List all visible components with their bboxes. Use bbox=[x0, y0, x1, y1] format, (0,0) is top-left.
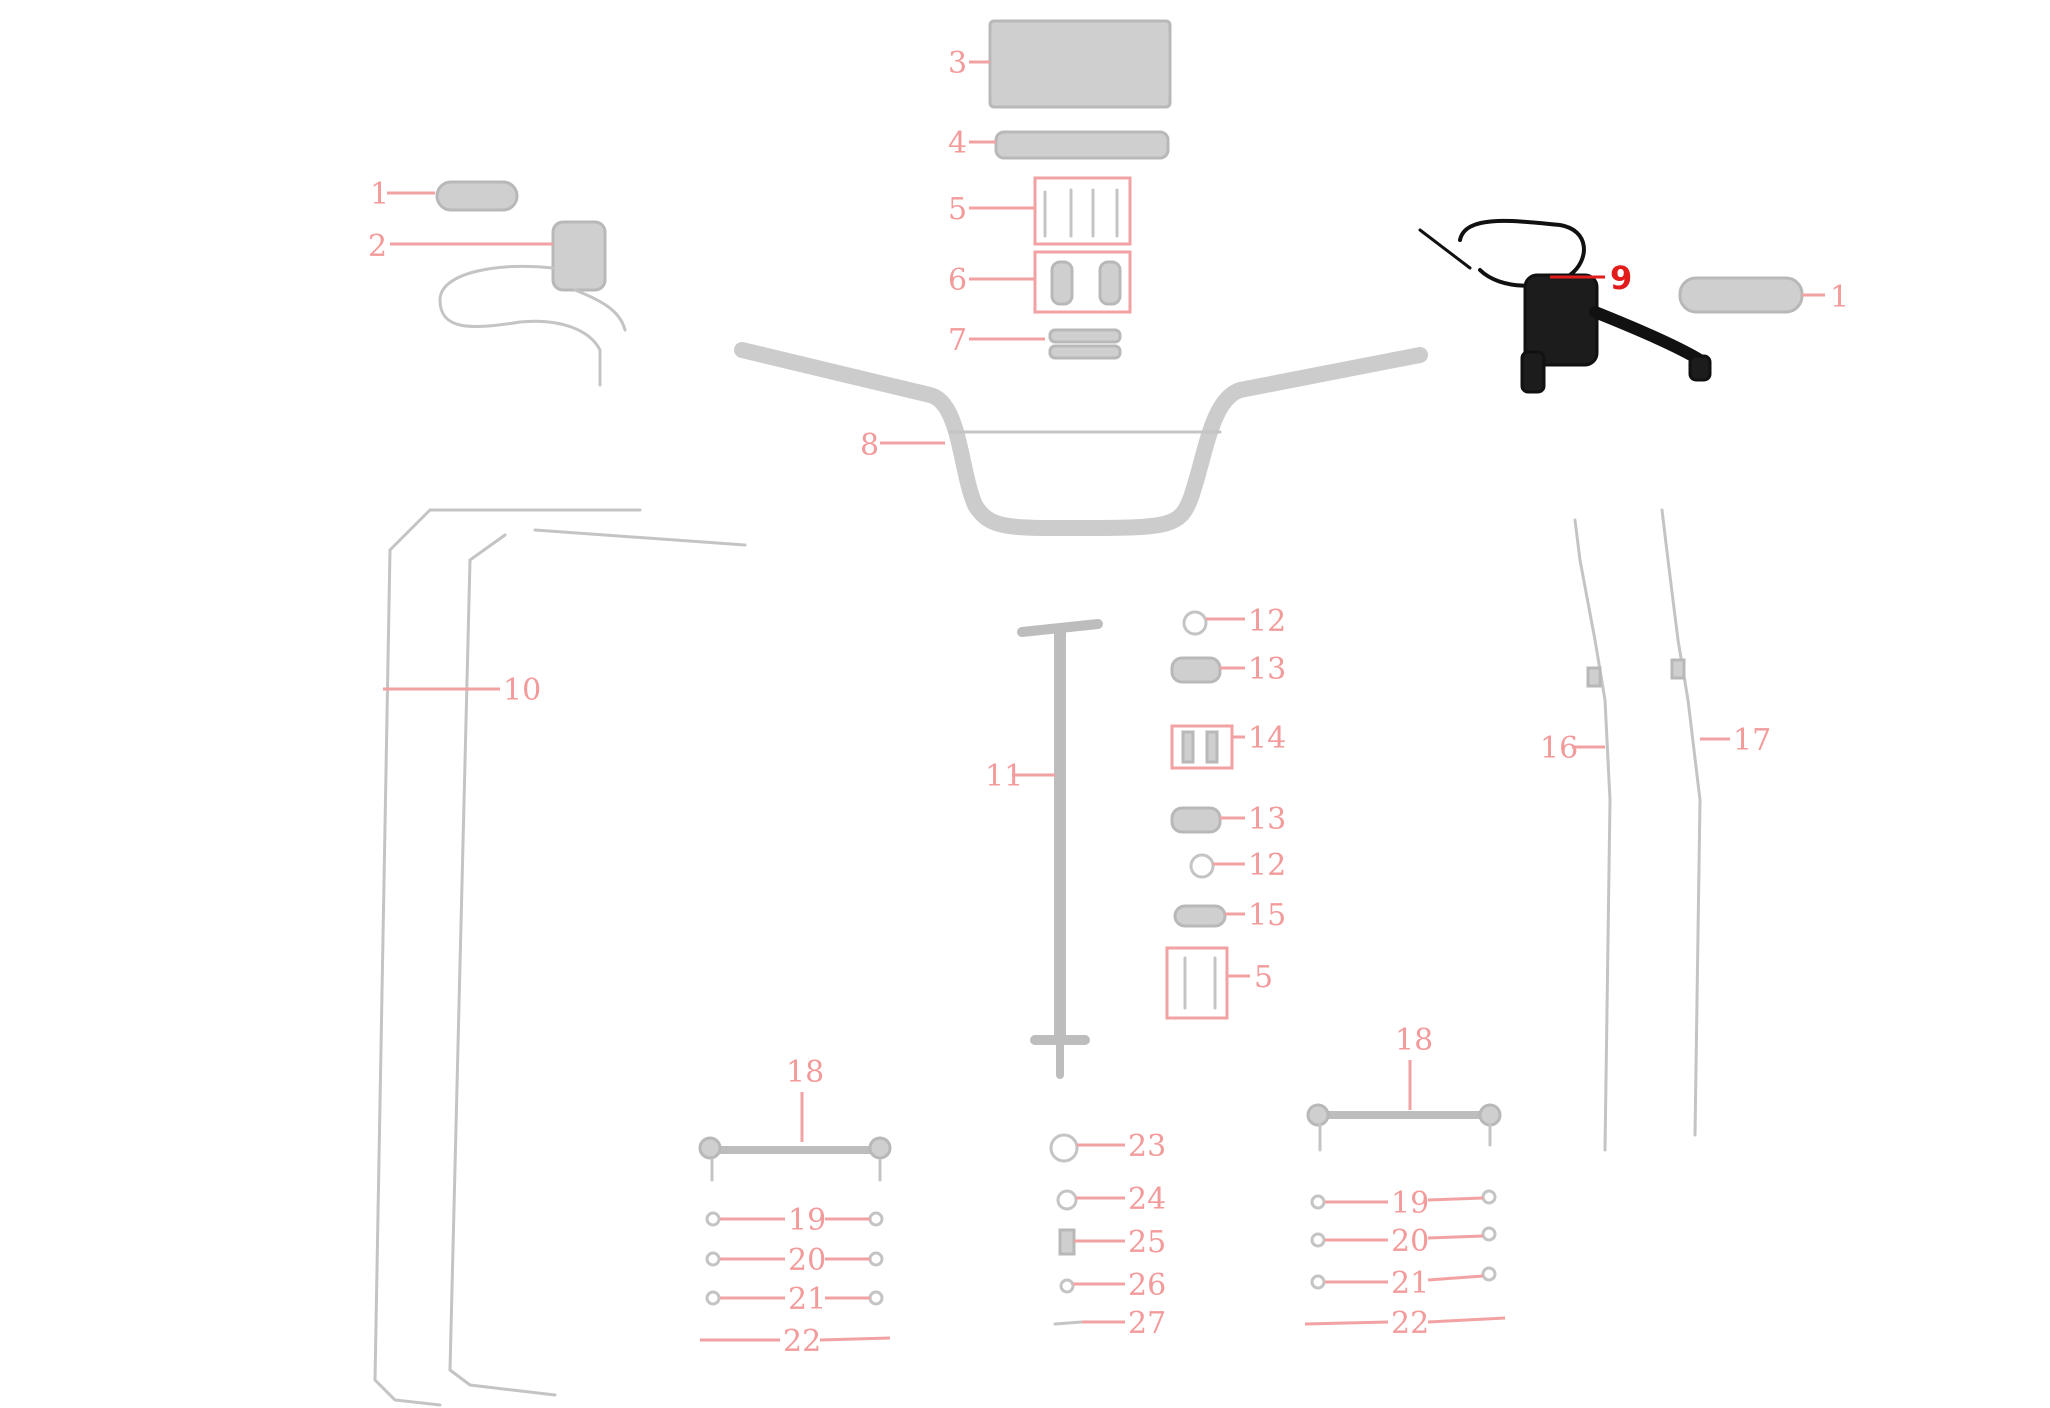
callout-19-left: 19 bbox=[788, 1203, 826, 1238]
callout-2: 2 bbox=[368, 229, 387, 264]
part-24-ring[interactable] bbox=[1056, 1189, 1078, 1211]
part-3-handlebar-pad[interactable] bbox=[988, 19, 1172, 109]
callout-25: 25 bbox=[1128, 1225, 1166, 1260]
part-12-circlip-bottom[interactable] bbox=[1189, 853, 1215, 879]
callout-3: 3 bbox=[948, 46, 967, 81]
part-5-bolts-top[interactable] bbox=[1043, 188, 1119, 238]
part-13-block-bottom[interactable] bbox=[1170, 806, 1222, 834]
part-10-cables[interactable] bbox=[373, 508, 747, 1407]
callout-6: 6 bbox=[948, 263, 967, 298]
callout-10: 10 bbox=[503, 673, 541, 708]
callout-7: 7 bbox=[948, 323, 967, 358]
callout-22-left: 22 bbox=[783, 1324, 821, 1359]
callout-5-bottom: 5 bbox=[1254, 960, 1273, 995]
callout-18-right: 18 bbox=[1395, 1023, 1433, 1058]
callout-24: 24 bbox=[1128, 1182, 1166, 1217]
part-11-steering-stem[interactable] bbox=[1017, 619, 1103, 1079]
callout-15: 15 bbox=[1248, 898, 1286, 933]
part-12-circlip-top[interactable] bbox=[1182, 610, 1208, 636]
part-16-cable[interactable] bbox=[1573, 518, 1612, 1152]
callout-4: 4 bbox=[948, 126, 967, 161]
callout-19-right: 19 bbox=[1391, 1186, 1429, 1221]
callout-20-left: 20 bbox=[788, 1243, 826, 1278]
part-18-tie-rod-left[interactable] bbox=[698, 1136, 892, 1182]
callout-26: 26 bbox=[1128, 1268, 1166, 1303]
part-18-tie-rod-right[interactable] bbox=[1306, 1103, 1502, 1152]
callout-14: 14 bbox=[1248, 721, 1286, 756]
part-27-pin[interactable] bbox=[1053, 1320, 1084, 1326]
callout-11: 11 bbox=[985, 759, 1023, 794]
callout-21-left: 21 bbox=[788, 1282, 826, 1317]
callout-13-top: 13 bbox=[1248, 652, 1286, 687]
part-13-block-top[interactable] bbox=[1170, 656, 1222, 684]
callout-27: 27 bbox=[1128, 1306, 1166, 1341]
part-15-washer[interactable] bbox=[1173, 904, 1227, 928]
callout-1-right: 1 bbox=[1830, 280, 1849, 315]
part-25-sleeve[interactable] bbox=[1058, 1228, 1076, 1256]
callout-layer: 1 2 3 4 5 6 7 8 9 1 10 11 bbox=[368, 46, 1849, 1359]
callout-5-top: 5 bbox=[948, 192, 967, 227]
callout-23: 23 bbox=[1128, 1129, 1166, 1164]
callout-8: 8 bbox=[860, 428, 879, 463]
callout-16: 16 bbox=[1540, 731, 1578, 766]
part-grip-right[interactable] bbox=[1678, 276, 1804, 314]
callout-20-right: 20 bbox=[1391, 1224, 1429, 1259]
part-23-ring[interactable] bbox=[1049, 1133, 1079, 1163]
callout-12-top: 12 bbox=[1248, 604, 1286, 639]
part-17-cable[interactable] bbox=[1660, 508, 1702, 1137]
callout-13-bottom: 13 bbox=[1248, 802, 1286, 837]
callout-12-bottom: 12 bbox=[1248, 848, 1286, 883]
parts-19-22-right-hardware[interactable] bbox=[1310, 1189, 1497, 1290]
callout-22-right: 22 bbox=[1391, 1306, 1429, 1341]
part-14-bushings[interactable] bbox=[1170, 724, 1234, 770]
part-26-nut[interactable] bbox=[1059, 1278, 1075, 1294]
part-4-crossbar-pad[interactable] bbox=[994, 130, 1170, 160]
part-grip-left[interactable] bbox=[435, 180, 519, 212]
part-5-bolts-bottom[interactable] bbox=[1183, 956, 1217, 1010]
callout-21-right: 21 bbox=[1391, 1266, 1429, 1301]
part-8-handlebar[interactable] bbox=[734, 342, 1428, 537]
part-9-brake-lever-assembly[interactable] bbox=[1418, 218, 1712, 394]
callout-9: 9 bbox=[1610, 259, 1632, 297]
part-switch-left[interactable] bbox=[438, 220, 627, 387]
part-6-clamps[interactable] bbox=[1050, 260, 1122, 306]
callout-18-left: 18 bbox=[786, 1055, 824, 1090]
part-7-clamp-base[interactable] bbox=[1048, 328, 1122, 360]
callout-17: 17 bbox=[1733, 723, 1771, 758]
callout-1-left: 1 bbox=[370, 177, 389, 212]
